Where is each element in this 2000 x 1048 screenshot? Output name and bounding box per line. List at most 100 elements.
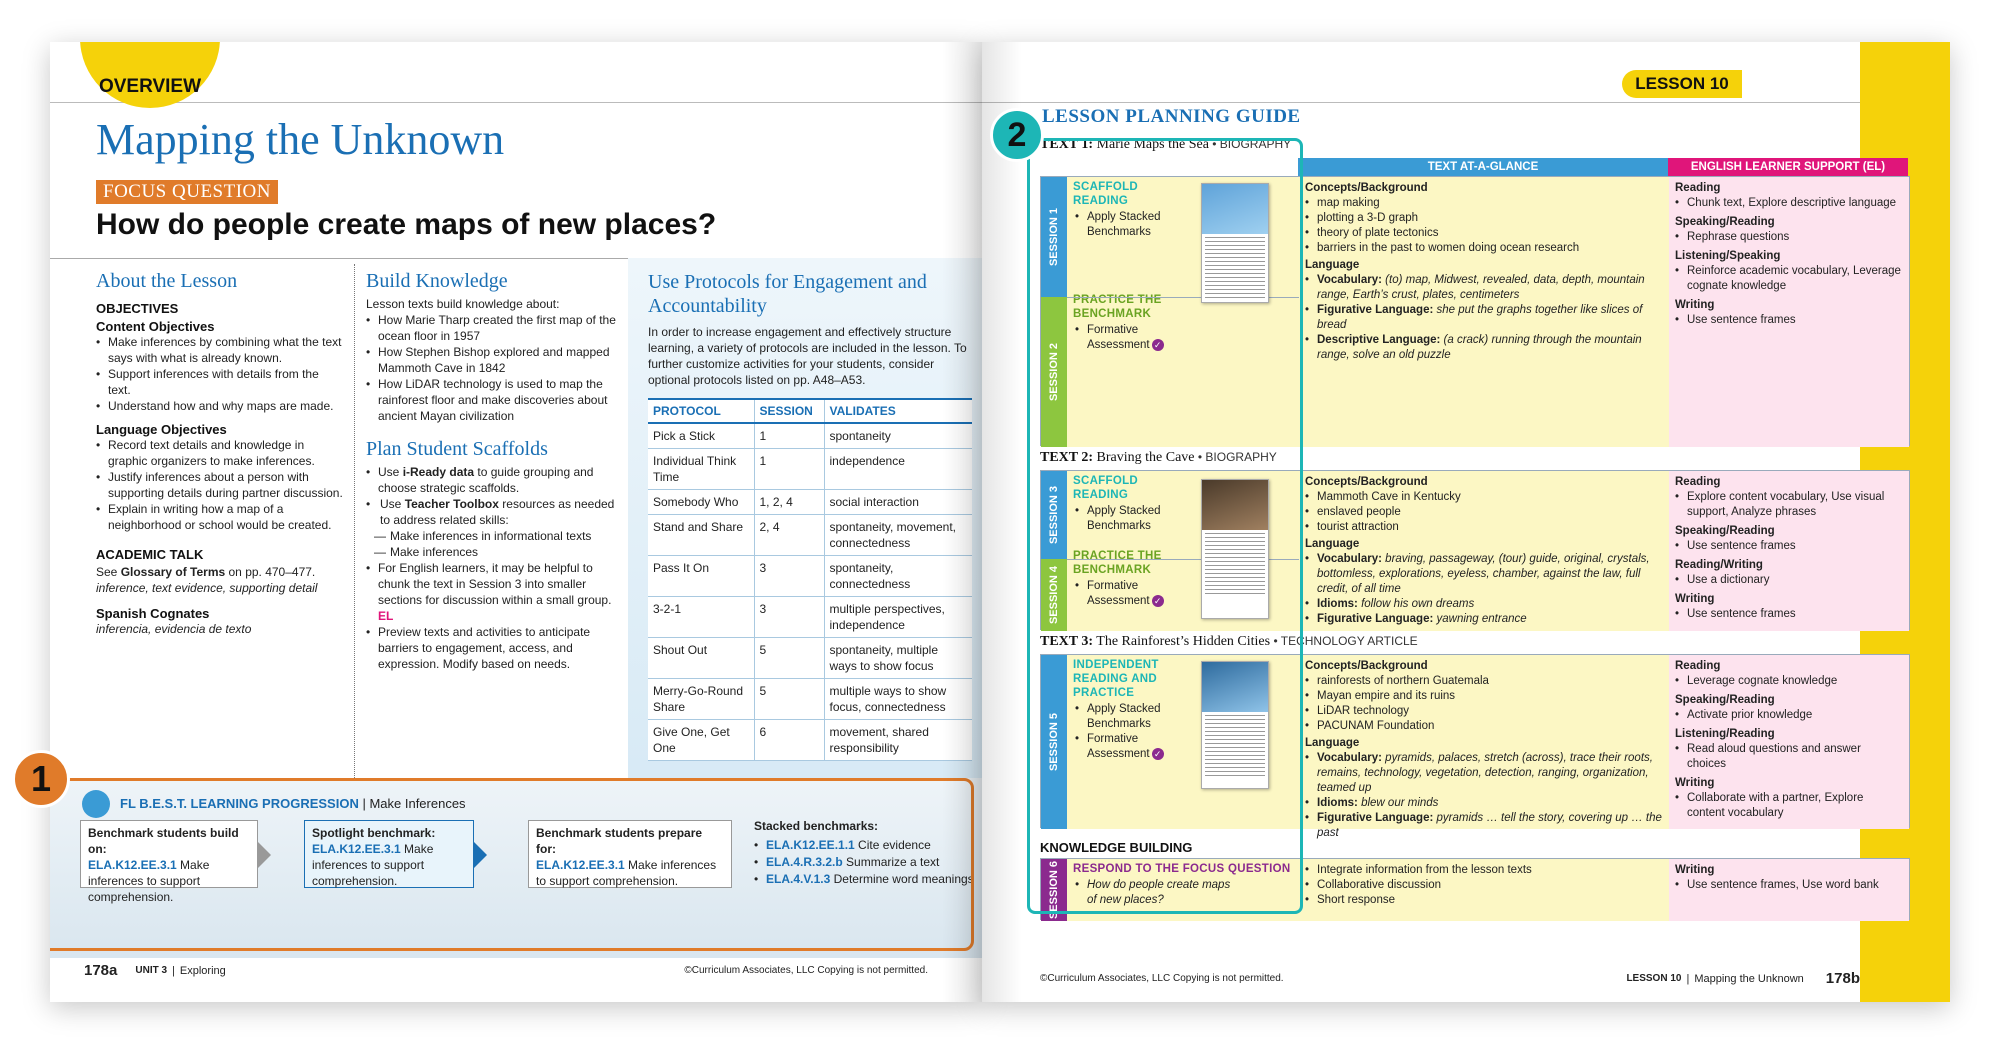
benchmark-code: ELA.K12.EE.3.1 [536,858,625,872]
unit-name: Exploring [179,964,226,977]
text2-row: SESSION 3 SESSION 4 SCAFFOLD READING App… [1040,470,1910,631]
text3-row: SESSION 5 INDEPENDENT READING AND PRACTI… [1040,654,1910,839]
table-cell: 6 [753,719,824,761]
list-item: Vocabulary: braving, passageway, (tour) … [1305,552,1663,597]
label: Figurative Language: [1317,613,1434,625]
text-name: Braving the Cave [1093,450,1195,465]
session-type: PRACTICE THE BENCHMARK [1073,294,1162,320]
el-tag: EL [378,609,394,623]
session-tab: SESSION 6 [1041,859,1067,921]
text1-at-a-glance: Concepts/Background map makingplotting a… [1299,177,1669,447]
list-item: Formative Assessment✓ [1075,323,1185,353]
els-list: Use sentence frames [1675,313,1903,328]
list-item: Use Teacher Toolbox resources as needed … [366,496,616,528]
table-cell: 3 [753,596,824,638]
list-item: Descriptive Language: (a crack) running … [1305,333,1663,363]
cover-image [1202,480,1268,530]
table-cell: spontaneity, connectedness [823,555,972,597]
see-text: See [96,565,121,579]
category: Reading/Writing [1675,559,1763,571]
table-cell: Individual Think Time [648,448,754,490]
col-header-tag: TEXT AT-A-GLANCE [1298,158,1668,176]
table-cell: 5 [753,637,824,679]
glossary-pages: on pp. 470–477. [225,565,316,579]
list-item: How LiDAR technology is used to map the … [366,376,616,424]
benchmark-desc: Summarize a text [842,855,940,869]
els-list: Use sentence frames [1675,607,1903,622]
unit-label: UNIT 3 [135,965,168,976]
list-item: Formative Assessment✓ [1075,579,1185,609]
session-items: Formative Assessment✓ [1067,321,1191,353]
protocols-heading: Use Protocols for Engagement and Account… [648,271,927,317]
list-item: map making [1305,196,1663,211]
list-item: LiDAR technology [1305,704,1663,719]
text-genre: • BIOGRAPHY [1208,137,1292,151]
list-item: enslaved people [1305,505,1663,520]
category: Reading [1675,182,1721,194]
list-item: Mayan empire and its ruins [1305,689,1663,704]
list-item: ELA.4.R.3.2.b Summarize a text [754,854,974,871]
content-objectives-list: Make inferences by combining what the te… [96,334,344,414]
table-cell: movement, shared responsibility [823,719,972,761]
separator: | [1686,972,1690,985]
benchmark-desc: Make inferences to support comprehension… [88,858,210,904]
text-lines [1205,533,1265,597]
text: blew our minds [1357,797,1439,809]
category: Writing [1675,864,1715,876]
lesson-tab: LESSON 10 [1622,70,1742,98]
els-list: Use sentence frames, Use word bank [1675,878,1903,893]
list-item: Use sentence frames [1675,607,1903,622]
list-item: Figurative Language: she put the graphs … [1305,303,1663,333]
table-cell: spontaneity, movement, connectedness [823,514,972,556]
language-objectives-heading: Language Objectives [96,422,227,437]
highlight-box [50,778,974,951]
divider [50,102,982,103]
objectives-heading: OBJECTIVES [96,301,179,316]
list-item: ELA.4.V.1.3 Determine word meanings [754,871,974,888]
iready-label: i-Ready data [402,465,475,479]
els-list: Use sentence frames [1675,539,1903,554]
content-objectives-heading: Content Objectives [96,319,215,334]
overview-tab: OVERVIEW [80,42,220,108]
build-knowledge: Build Knowledge Lesson texts build knowl… [366,270,616,672]
category: Speaking/Reading [1675,525,1775,537]
benchmark-desc: Make inferences to support comprehension… [536,858,717,888]
progression-title: FL B.E.S.T. LEARNING PROGRESSION [120,796,359,811]
text: she put the graphs together like slices … [1317,304,1643,331]
label: Figurative Language: [1317,304,1434,316]
text3-heading: TEXT 3: The Rainforest’s Hidden Cities •… [1040,634,1418,650]
els-list: Reinforce academic vocabulary, Leverage … [1675,264,1903,294]
knowledge-list: Integrate information from the lesson te… [1305,863,1663,908]
category: Writing [1675,299,1715,311]
text: (to) map, Midwest, revealed, data, depth… [1317,274,1645,301]
session-label: SESSION 4 [1048,565,1061,625]
concepts-list: map makingplotting a 3-D graphtheory of … [1305,196,1663,256]
book-cover-marie-maps-the-sea [1201,183,1269,303]
arrow-right-icon [474,842,487,868]
focus-question: How do people create maps of new places? [96,208,717,241]
list-item: Idioms: follow his own dreams [1305,597,1663,612]
concepts-list: Mammoth Cave in Kentuckyenslaved peoplet… [1305,490,1663,535]
knowledge-building-heading: KNOWLEDGE BUILDING [1040,840,1193,855]
teacher-toolbox-label: Teacher Toolbox [404,497,499,511]
cover-image [1202,184,1268,234]
list-item: rainforests of northern Guatemala [1305,674,1663,689]
table-cell: independence [823,448,972,490]
table-cell: 5 [753,678,824,720]
column-divider [354,264,355,794]
list-item: Activate prior knowledge [1675,708,1903,723]
text: braving, passageway, (tour) guide, origi… [1317,553,1650,595]
page-number: 178b [1825,970,1860,987]
category: Writing [1675,777,1715,789]
label: Figurative Language: [1317,812,1434,824]
table-cell: social interaction [823,489,972,515]
label: Vocabulary: [1317,274,1382,286]
label: Idioms: [1317,598,1358,610]
about-the-lesson: About the Lesson OBJECTIVES Content Obje… [96,270,344,637]
session-items: Apply Stacked Benchmarks [1067,208,1191,240]
